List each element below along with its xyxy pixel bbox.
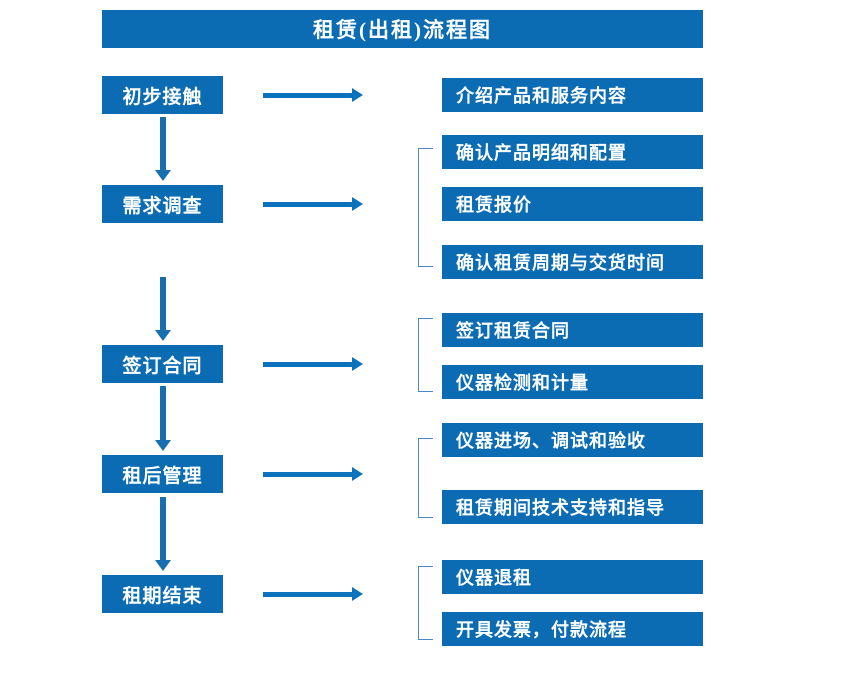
detail-box-sign-contract-1[interactable]: 仪器检测和计量: [442, 365, 703, 399]
stage-box-initial-contact[interactable]: 初步接触: [102, 76, 223, 114]
arrow-shaft: [263, 592, 353, 597]
stage-box-post-rental-management[interactable]: 租后管理: [102, 455, 223, 493]
arrow-head: [155, 440, 171, 451]
arrow-head: [352, 587, 363, 601]
arrow-shaft: [160, 117, 166, 171]
detail-box-rental-end-1[interactable]: 开具发票，付款流程: [442, 612, 703, 646]
stage-arrow-rental-end-icon: [263, 587, 363, 601]
detail-box-post-rental-management-1[interactable]: 租赁期间技术支持和指导: [442, 490, 703, 524]
stage-arrow-demand-survey-icon: [263, 197, 363, 211]
detail-box-demand-survey-2[interactable]: 确认租赁周期与交货时间: [442, 245, 703, 279]
detail-box-rental-end-0[interactable]: 仪器退租: [442, 560, 703, 594]
arrow-head: [155, 330, 171, 341]
stage-box-demand-survey[interactable]: 需求调查: [102, 185, 223, 223]
arrow-head: [155, 170, 171, 181]
arrow-head: [352, 357, 363, 371]
arrow-shaft: [263, 472, 353, 477]
arrow-initial-to-demand-icon: [155, 117, 171, 181]
arrow-post-to-end-icon: [155, 497, 171, 571]
chart-title: 租赁(出租)流程图: [102, 10, 703, 48]
detail-box-sign-contract-0[interactable]: 签订租赁合同: [442, 313, 703, 347]
stage-arrow-post-rental-management-icon: [263, 467, 363, 481]
stage-arrow-initial-contact-icon: [263, 88, 363, 102]
stage-arrow-sign-contract-icon: [263, 357, 363, 371]
arrow-shaft: [263, 362, 353, 367]
arrow-shaft: [160, 497, 166, 561]
stage-box-sign-contract[interactable]: 签订合同: [102, 345, 223, 383]
arrow-head: [352, 467, 363, 481]
arrow-contract-to-post-icon: [155, 386, 171, 451]
arrow-head: [352, 197, 363, 211]
arrow-shaft: [160, 386, 166, 441]
stage-box-rental-end[interactable]: 租期结束: [102, 575, 223, 613]
detail-box-initial-contact-0[interactable]: 介绍产品和服务内容: [442, 78, 703, 112]
group-bracket-post-rental-management: [418, 438, 433, 518]
arrow-demand-to-contract-icon: [155, 277, 171, 341]
arrow-shaft: [263, 202, 353, 207]
arrow-head: [155, 560, 171, 571]
arrow-head: [352, 88, 363, 102]
detail-box-post-rental-management-0[interactable]: 仪器进场、调试和验收: [442, 423, 703, 457]
group-bracket-rental-end: [418, 566, 433, 640]
arrow-shaft: [160, 277, 166, 331]
arrow-shaft: [263, 93, 353, 98]
group-bracket-sign-contract: [418, 318, 433, 392]
detail-box-demand-survey-1[interactable]: 租赁报价: [442, 187, 703, 221]
detail-box-demand-survey-0[interactable]: 确认产品明细和配置: [442, 135, 703, 169]
group-bracket-demand-survey: [418, 148, 433, 267]
